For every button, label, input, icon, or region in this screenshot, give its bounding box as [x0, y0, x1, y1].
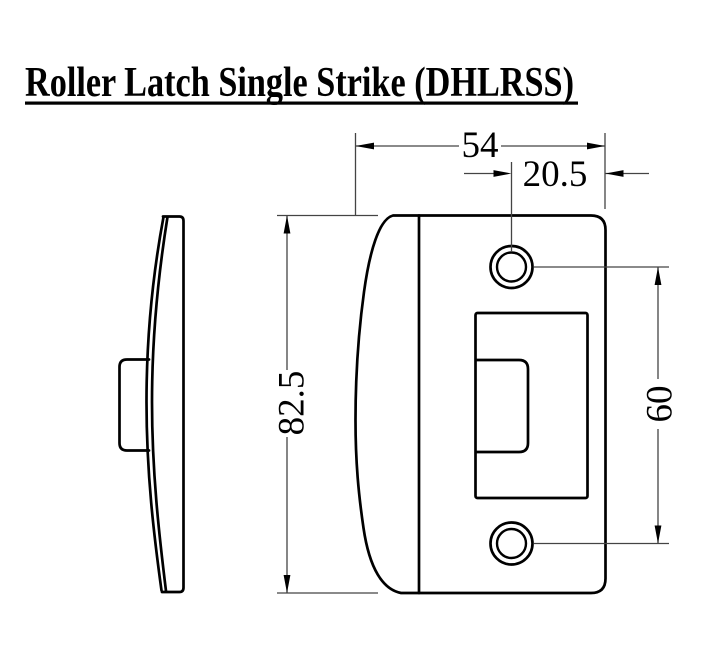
front-view-plate-outline	[354, 214, 607, 595]
page-title: Roller Latch Single Strike (DHLRSS)	[25, 60, 574, 106]
dimension-overall-height: 82.5	[272, 214, 378, 594]
dimension-hole-spacing: 60	[534, 266, 681, 545]
dimension-overall-width: 54	[354, 125, 606, 216]
hole-to-edge-dim-label: 20.5	[523, 154, 588, 195]
screw-hole-bottom-inner	[495, 527, 528, 560]
side-view-front-arc-inner	[150, 215, 169, 593]
side-view	[118, 215, 185, 594]
title-underline	[25, 101, 578, 105]
screw-hole-top-inner	[495, 251, 528, 283]
side-view-body	[160, 215, 185, 594]
side-view-front-arc-outer	[145, 215, 165, 592]
screw-hole-bottom-outer	[489, 521, 534, 566]
width-dim-lines	[354, 133, 606, 216]
hole-spacing-dim-label: 60	[640, 386, 681, 423]
title-block: Roller Latch Single Strike (DHLRSS)	[25, 60, 578, 106]
front-view-latch-tab	[474, 358, 530, 454]
height-dim-lines	[277, 214, 378, 594]
front-view	[354, 214, 607, 595]
width-dim-label: 54	[462, 125, 499, 166]
side-view-latch-tab	[118, 358, 151, 452]
height-dim-label: 82.5	[272, 371, 313, 436]
dimension-hole-to-edge: 20.5	[464, 154, 649, 252]
hole-spacing-dim-lines	[534, 266, 669, 545]
front-view-latch-cutout	[474, 311, 589, 500]
